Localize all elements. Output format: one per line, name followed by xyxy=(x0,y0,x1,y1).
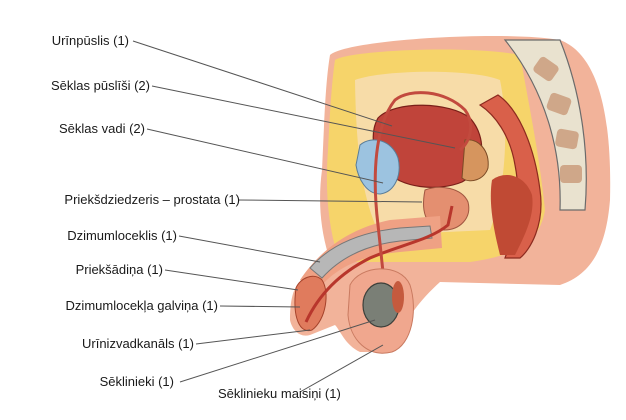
label-scrotum: Sēklinieku maisiņi (1) xyxy=(218,386,341,401)
leader-line xyxy=(195,329,311,345)
leader-line xyxy=(178,235,321,263)
label-testes: Sēklinieki (1) xyxy=(99,374,174,389)
leader-line xyxy=(164,269,299,291)
leader-lines xyxy=(132,40,456,393)
label-foreskin: Priekšādiņa (1) xyxy=(75,262,163,277)
epididymis xyxy=(392,281,404,313)
glans xyxy=(294,275,327,332)
label-prostate: Priekšdziedzeris – prostata (1) xyxy=(64,192,240,207)
urethra xyxy=(304,205,454,323)
leader-line xyxy=(146,128,384,184)
pubic-bone xyxy=(355,139,400,195)
leader-line xyxy=(132,40,393,127)
rectum-lower xyxy=(490,175,533,255)
corpus-cavernosum xyxy=(309,225,433,279)
vas-deferens xyxy=(373,91,473,336)
leader-line xyxy=(219,305,301,308)
leader-line xyxy=(299,344,384,393)
spine xyxy=(503,39,587,211)
label-seminal-vesicles: Sēklas pūslīši (2) xyxy=(51,78,150,93)
leader-line xyxy=(237,199,423,203)
label-urethra: Urīnizvadkanāls (1) xyxy=(82,336,194,351)
label-bladder: Urīnpūslis (1) xyxy=(51,33,129,48)
leader-line xyxy=(151,85,456,149)
label-vas-deferens: Sēklas vadi (2) xyxy=(59,121,145,136)
leader-line xyxy=(179,319,376,383)
seminal-vesicle xyxy=(461,139,489,182)
label-penis: Dzimumloceklis (1) xyxy=(67,228,177,243)
label-glans: Dzimumlocekļa galviņa (1) xyxy=(65,298,218,313)
